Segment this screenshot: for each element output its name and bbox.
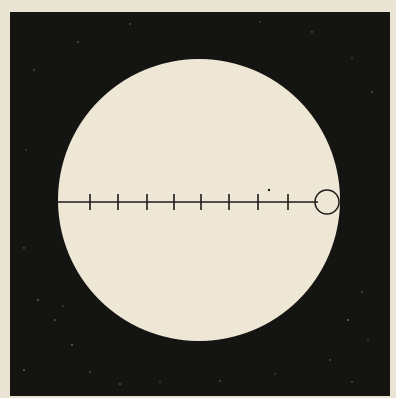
small-dot — [268, 189, 270, 191]
white-disk — [58, 59, 340, 341]
